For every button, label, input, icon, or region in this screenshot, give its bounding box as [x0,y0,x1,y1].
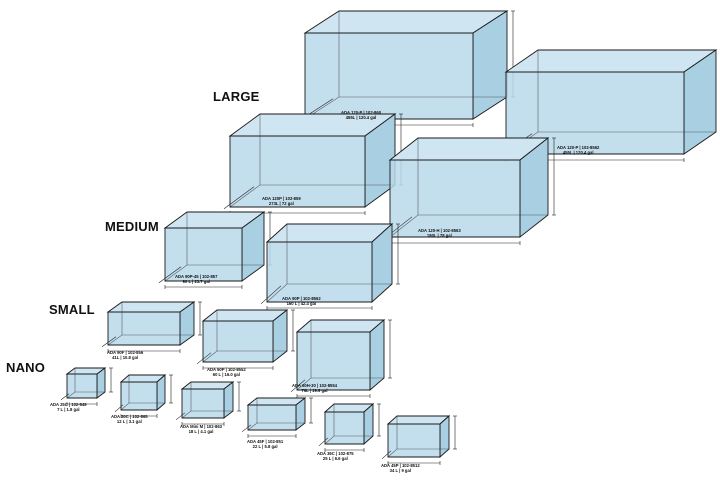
tank-name: ADA 25C | 102-849 [50,402,87,407]
tank-name: ADA 120-P | 102-860 [341,110,382,115]
tank-volume: 18 L | 4.1 gal [188,428,214,434]
category-label-small: SMALL [49,302,95,317]
tank-label: ADA 90P | 102-8562 160 L | 42.4 gal [282,296,321,307]
dim-depth-line [175,412,186,421]
tank-label: ADA 120P | 102-859 273L | 72 gal [262,196,301,207]
tank-front-face [247,404,297,431]
tank-label: ADA 60P | 102-8552 60 L | 16.0 gal [207,367,246,378]
tank-front-face [389,159,521,238]
dim-depth-line [290,379,306,393]
tank-volume: 34 L | 9 gal [389,467,411,473]
tank-name: ADA Mini M | 102-863 [180,424,222,429]
tank-name: ADA 45F | 102-851 [247,439,284,444]
tank-volume: 76L | 19.9 gal [301,387,328,393]
tank-front-face [107,311,181,346]
tank-front-face [202,320,274,363]
tank-label: ADA 45P | 102-8512 34 L | 9 gal [381,463,420,474]
tank-name: ADA 120-H | 102-8563 [418,228,461,233]
tank-volume: 12 L | 3.1 gal [116,418,142,424]
tank-front-face [505,71,685,155]
tank-front-face [387,423,441,458]
tank-label: ADA 45F | 102-851 22 L | 5.8 gal [247,439,284,450]
dim-depth-line [114,404,124,413]
tank-label: ADA 30C | 102-865 12 L | 3.1 gal [111,414,148,425]
tank-volume: 455L | 120.4 gal [345,114,377,120]
tank-volume: 60 L | 16.0 gal [212,371,240,377]
tank-volume: 25 L | 6.6 gal [322,455,348,461]
tank-volume: 455L | 120.4 gal [562,149,594,155]
tank-name: ADA 36C | 102-875 [317,451,354,456]
tank-front-face [229,135,366,208]
tank-label: ADA 120-P | 102-8562 455L | 120.4 gal [557,145,600,156]
tank-label: ADA 90F | 102-856 41L | 10.8 gal [107,350,144,361]
dim-depth-line [241,424,252,433]
tank-label: ADA 25C | 102-849 7 L | 1.8 gal [50,402,87,413]
tank-volume: 7 L | 1.8 gal [57,406,80,412]
tank-volume: 90 L | 23.7 gal [182,278,210,284]
tank-label: ADA 90P-45 | 102-857 90 L | 23.7 gal [175,274,218,285]
dim-depth-line [196,352,212,365]
tank-name: ADA 60P | 102-8552 [207,367,246,372]
tank-name: ADA 120-P | 102-8562 [557,145,600,150]
tank-volume: 41L | 10.8 gal [112,354,139,360]
tank-name: ADA 90F | 102-856 [107,350,144,355]
category-label-nano: NANO [6,360,46,375]
dim-depth-line [381,450,392,460]
tank-volume: 22 L | 5.8 gal [252,443,278,449]
tank-name: ADA 120P | 102-859 [262,196,301,201]
tank-label: ADA 120-P | 102-860 455L | 120.4 gal [341,110,382,121]
tank-front-face [164,227,243,282]
tank-front-face [304,32,474,120]
tank-label: ADA Mini M | 102-863 18 L | 4.1 gal [180,424,222,435]
tank-name: ADA 30C | 102-865 [111,414,148,419]
dim-depth-line [60,393,70,401]
dim-depth-line [318,437,329,447]
tank-volume: 180L | 78 gal [426,232,452,238]
tank-volume: 273L | 72 gal [268,200,294,206]
tank-volume: 160 L | 42.4 gal [286,300,317,306]
tank-name: ADA 45P | 102-8512 [381,463,420,468]
category-label-medium: MEDIUM [105,219,159,234]
category-label-large: LARGE [213,89,260,104]
tank-name: ADA 90P | 102-8562 [282,296,321,301]
tank-front-face [266,241,373,303]
tank-name: ADA 60H-30 | 102-8554 [292,383,338,388]
dim-depth-line [101,336,117,348]
tank-label: ADA 36C | 102-875 25 L | 6.6 gal [317,451,354,462]
dim-depth-line [223,186,255,210]
tank-label: ADA 120-H | 102-8563 180L | 78 gal [418,228,461,239]
dim-depth-line [260,285,282,305]
tank-name: ADA 90P-45 | 102-857 [175,274,218,279]
tank-label: ADA 60H-30 | 102-8554 76L | 19.9 gal [292,383,338,394]
dim-depth-line [158,266,182,284]
tank-front-face [296,331,371,391]
